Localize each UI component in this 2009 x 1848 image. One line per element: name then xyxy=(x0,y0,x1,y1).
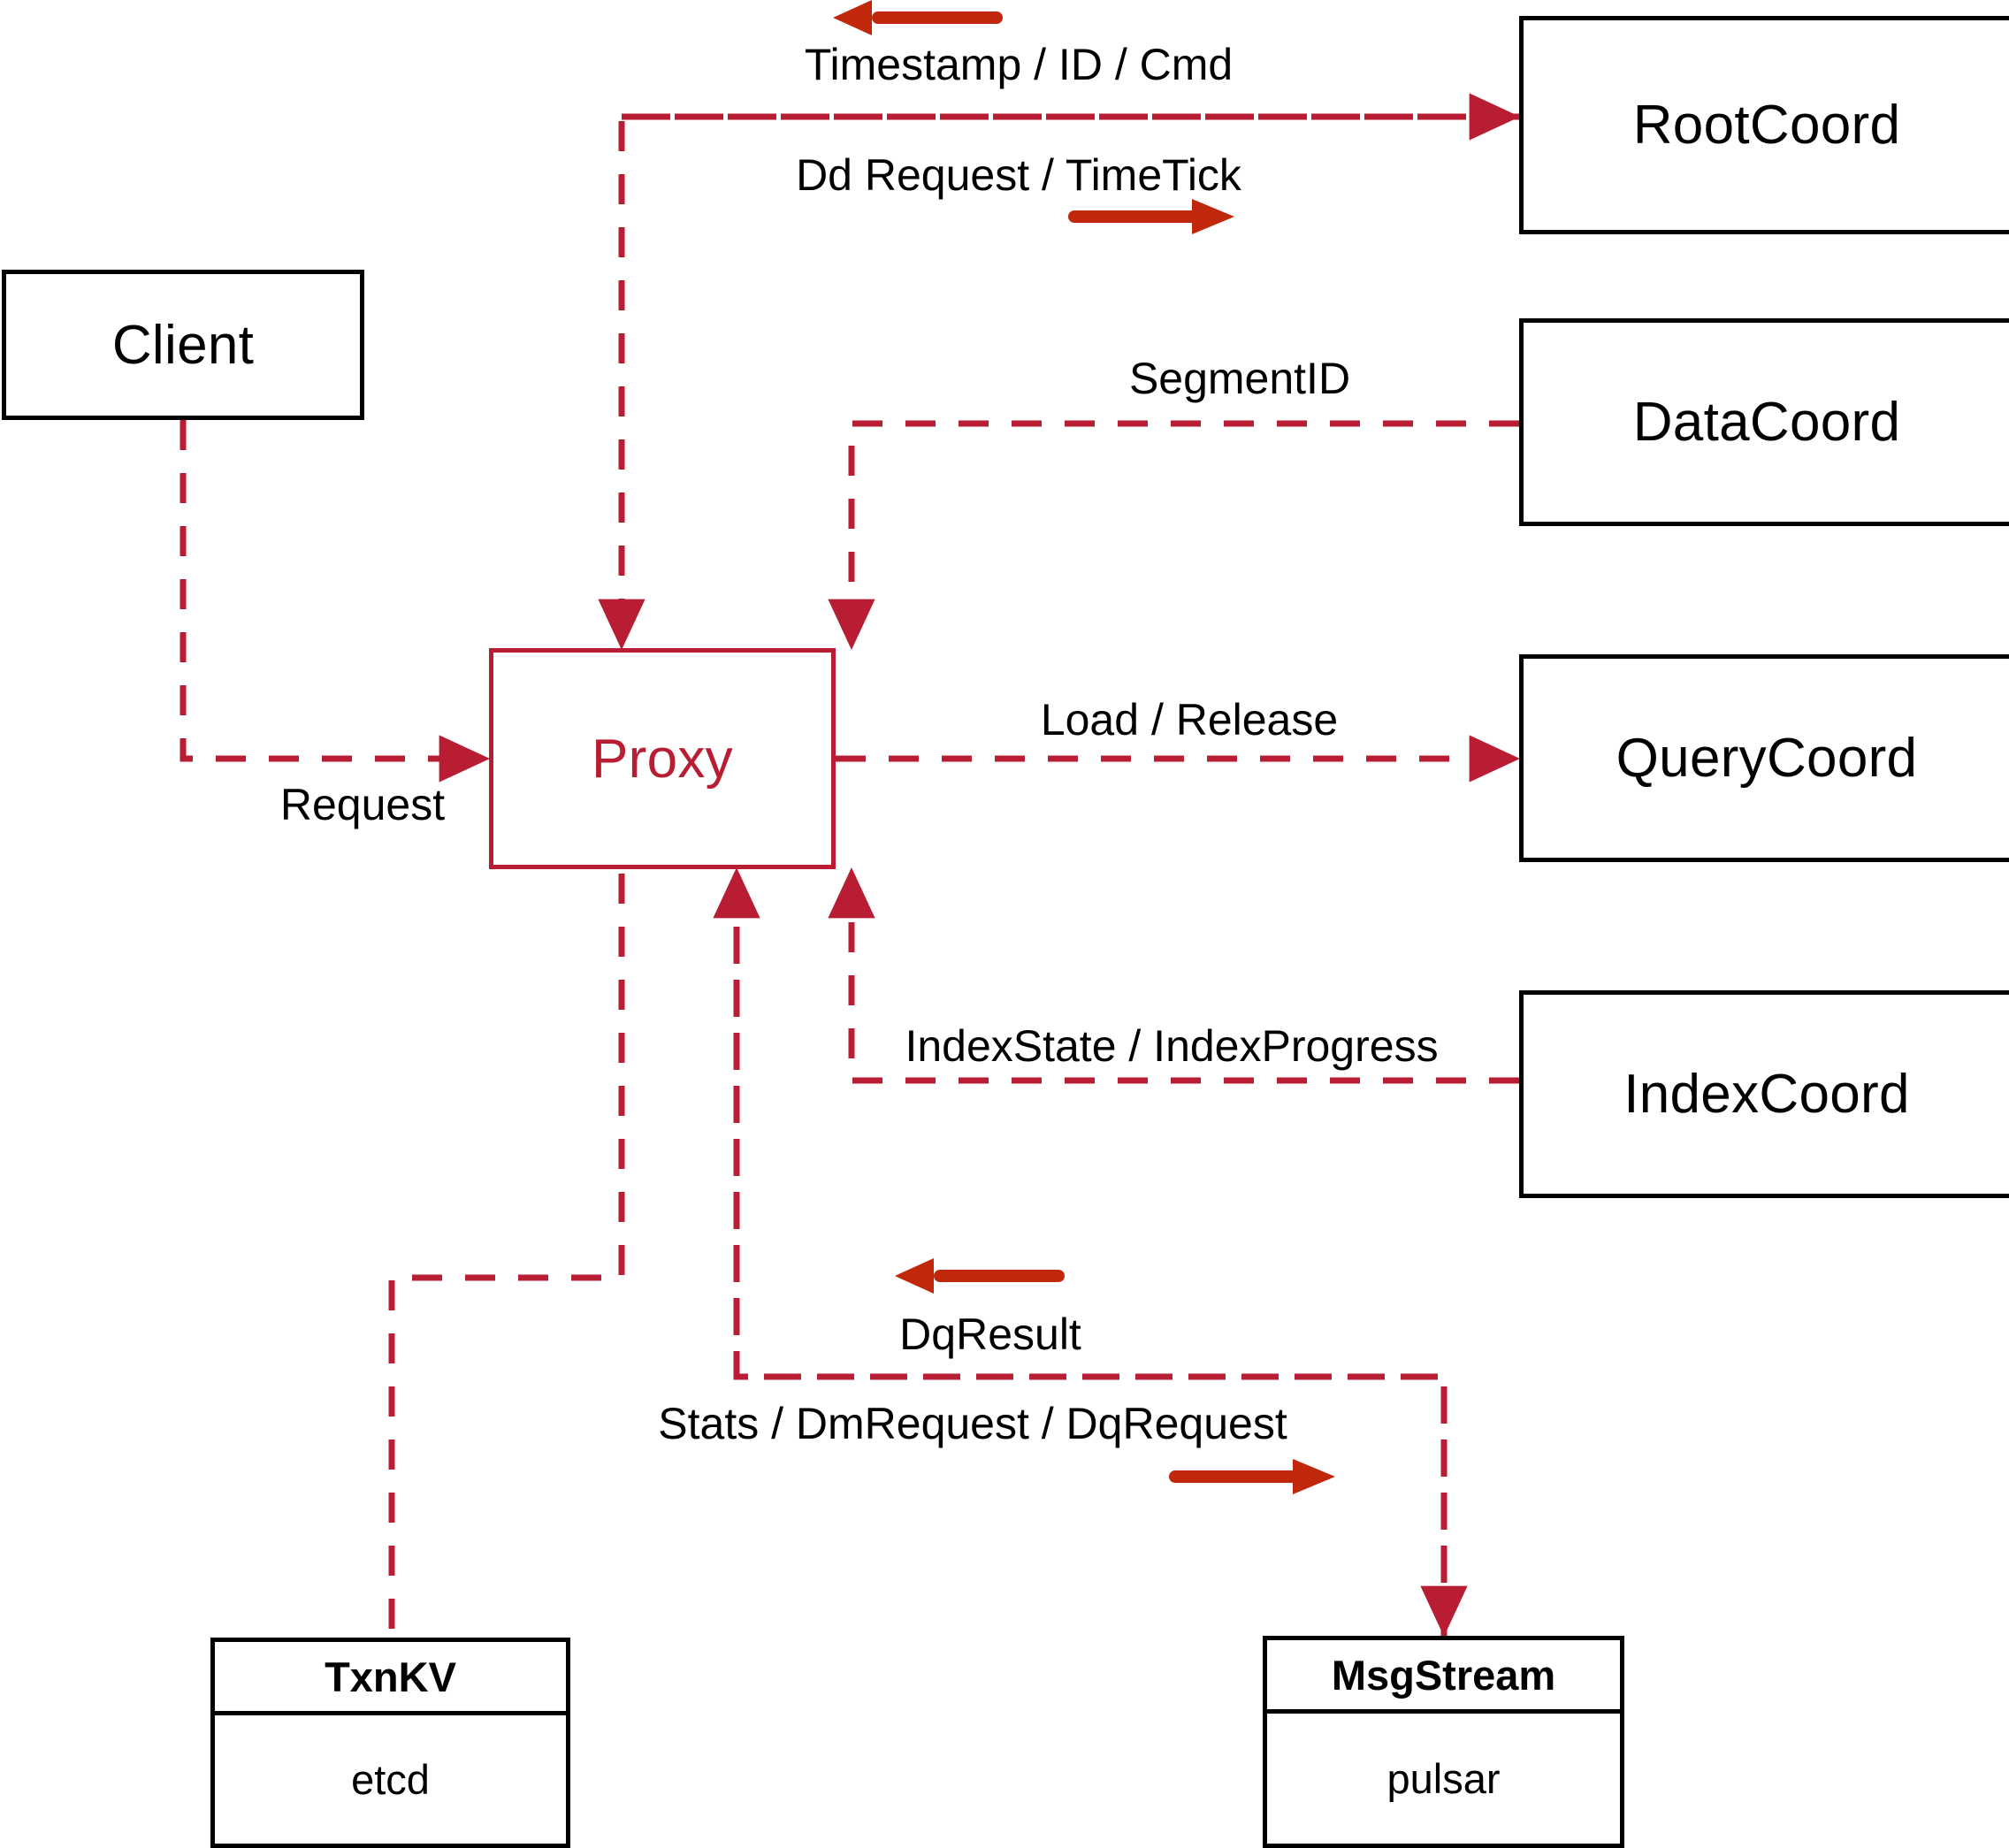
node-client-label: Client xyxy=(111,314,255,376)
store-msgstream-body: pulsar xyxy=(1267,1714,1620,1844)
node-datacoord-label: DataCoord xyxy=(1632,392,1901,453)
store-txnkv-body: etcd xyxy=(215,1715,566,1844)
node-indexcoord[interactable]: IndexCoord xyxy=(1519,990,2009,1198)
node-proxy-label: Proxy xyxy=(592,728,733,790)
node-client[interactable]: Client xyxy=(2,270,364,420)
node-rootcoord[interactable]: RootCoord xyxy=(1519,16,2009,234)
node-indexcoord-label: IndexCoord xyxy=(1623,1064,1910,1125)
direction-arrow-timestamp-id-cmd xyxy=(833,0,1003,35)
edge-label-segmentid: SegmentID xyxy=(1128,354,1351,403)
store-txnkv[interactable]: TxnKV etcd xyxy=(210,1638,570,1848)
store-msgstream-title: MsgStream xyxy=(1331,1651,1556,1699)
store-msgstream-impl: pulsar xyxy=(1386,1755,1501,1802)
edge-datacoord-to-proxy xyxy=(828,420,1519,651)
edge-label-indexstate-indexprogress: IndexState / IndexProgress xyxy=(905,1021,1439,1071)
node-querycoord[interactable]: QueryCoord xyxy=(1519,654,2009,862)
edge-proxy-to-msgstream xyxy=(733,874,1468,1638)
store-msgstream-header: MsgStream xyxy=(1267,1640,1620,1714)
edge-label-request: Request xyxy=(279,780,446,829)
direction-arrow-dd-request-timetick xyxy=(1068,199,1234,234)
direction-arrow-dqresult xyxy=(895,1258,1065,1294)
edge-proxy-to-txnkv xyxy=(388,874,625,1638)
node-querycoord-label: QueryCoord xyxy=(1616,728,1918,789)
store-txnkv-impl: etcd xyxy=(351,1756,430,1803)
edge-label-stats-dmrequest-dqrequest: Stats / DmRequest / DqRequest xyxy=(658,1399,1287,1448)
node-rootcoord-label: RootCoord xyxy=(1632,95,1901,156)
direction-arrow-stats-dmrequest-dqrequest xyxy=(1169,1459,1335,1494)
store-txnkv-title: TxnKV xyxy=(325,1653,456,1700)
edge-client-to-proxy xyxy=(180,420,491,783)
edge-label-load-release: Load / Release xyxy=(1040,695,1339,745)
node-datacoord[interactable]: DataCoord xyxy=(1519,318,2009,526)
node-proxy[interactable]: Proxy xyxy=(489,648,836,869)
edge-label-dd-request-timetick: Dd Request / TimeTick xyxy=(796,150,1241,200)
edge-label-dqresult: DqResult xyxy=(899,1310,1081,1359)
store-msgstream[interactable]: MsgStream pulsar xyxy=(1263,1636,1624,1848)
edge-label-timestamp-id-cmd: Timestamp / ID / Cmd xyxy=(804,40,1234,89)
store-txnkv-header: TxnKV xyxy=(215,1642,566,1715)
edge-msgstream-to-proxy xyxy=(713,867,1448,1636)
